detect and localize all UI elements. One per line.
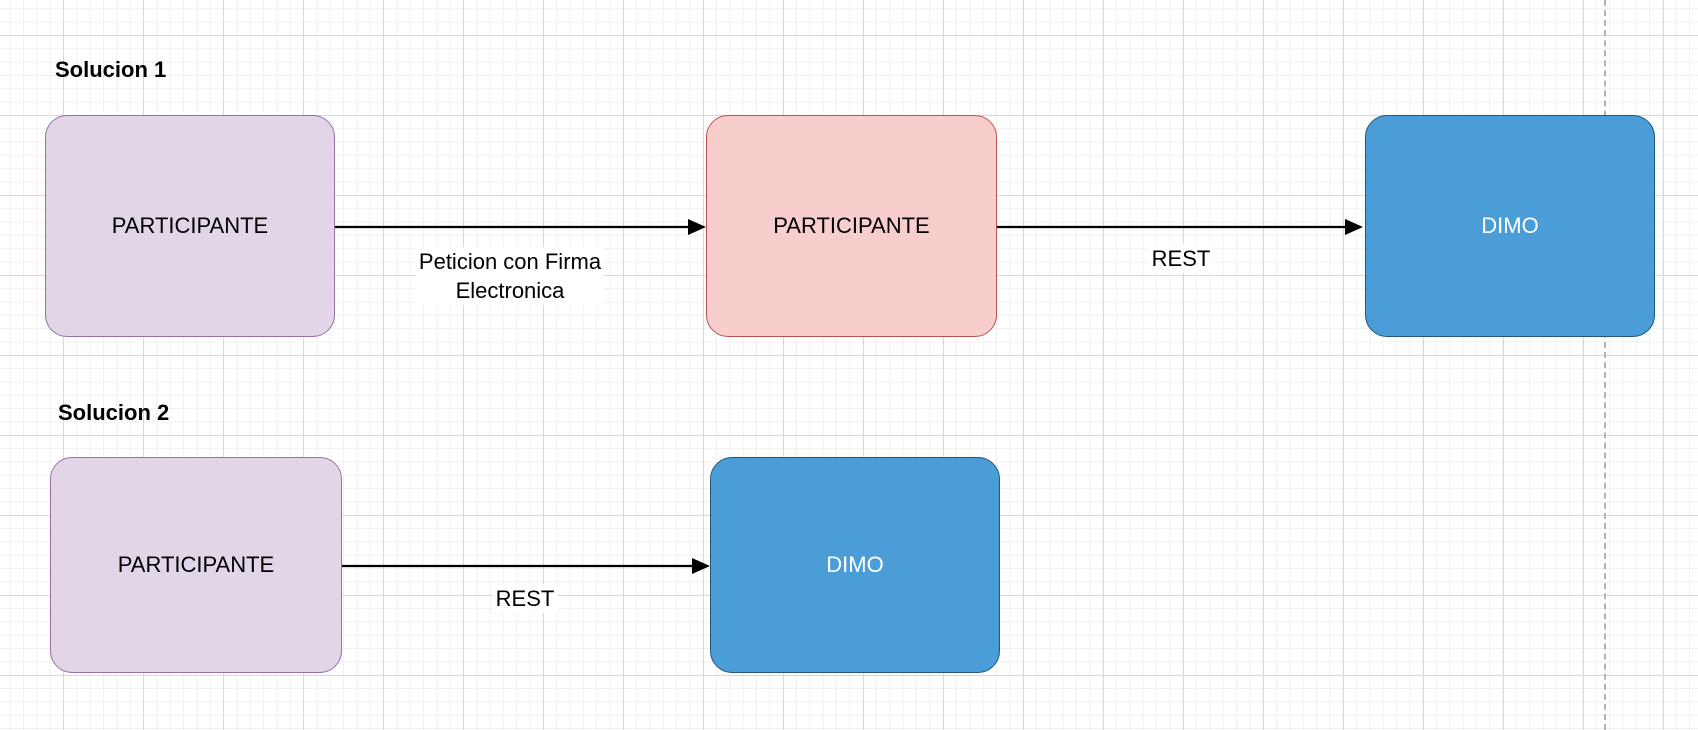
- edge-label-line-1: REST: [495, 586, 555, 611]
- node-s1-dimo[interactable]: DIMO: [1365, 115, 1655, 337]
- section-title-solucion-1[interactable]: Solucion 1: [55, 57, 167, 82]
- edge-label-peticion-firma[interactable]: Peticion con Firma Electronica: [415, 247, 605, 305]
- node-s2-dimo[interactable]: DIMO: [710, 457, 1000, 673]
- edge-label-s2-rest[interactable]: REST: [492, 584, 558, 613]
- node-label: PARTICIPANTE: [773, 213, 930, 238]
- node-label: PARTICIPANTE: [111, 213, 269, 238]
- section-title-solucion-2[interactable]: Solucion 2: [58, 400, 170, 425]
- node-s1-participante-b[interactable]: PARTICIPANTE: [706, 115, 997, 337]
- edge-label-line-1: REST: [1151, 246, 1211, 271]
- page-boundary-line: [1604, 0, 1606, 730]
- node-label: PARTICIPANTE: [117, 552, 275, 577]
- node-label: DIMO: [1481, 213, 1539, 238]
- node-s2-participante[interactable]: PARTICIPANTE: [50, 457, 342, 673]
- node-label: DIMO: [826, 552, 884, 577]
- edge-label-line-2: Electronica: [455, 278, 565, 303]
- edge-label-line-1: Peticion con Firma: [418, 249, 602, 274]
- node-s1-participante-a[interactable]: PARTICIPANTE: [45, 115, 335, 337]
- edge-label-s1-rest[interactable]: REST: [1148, 244, 1214, 273]
